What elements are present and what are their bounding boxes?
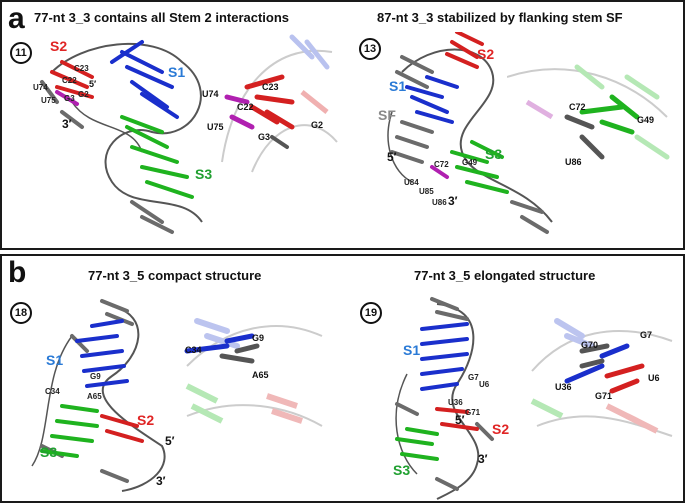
label-3prime: 3′ (478, 452, 488, 466)
label-s2: S2 (137, 412, 155, 428)
label-s2: S2 (50, 38, 68, 54)
label-g9: G9 (90, 372, 101, 381)
label-3prime: 3′ (156, 474, 166, 488)
label-5prime: 5′ (165, 434, 175, 448)
structure-19-molecule (395, 297, 494, 500)
zoom-13 (507, 64, 670, 160)
label-5prime: 5′ (455, 413, 465, 427)
label-a65: A65 (87, 392, 102, 401)
label-s3: S3 (195, 166, 213, 182)
label-s3: S3 (485, 146, 503, 162)
label-u84: U84 (404, 178, 419, 187)
structure-11-molecule (40, 40, 203, 234)
label-u75: U75 (41, 96, 56, 105)
label-3prime: 3′ (62, 117, 72, 131)
label-s1: S1 (46, 352, 64, 368)
label-g2: G2 (78, 90, 89, 99)
panel-b: b 77-nt 3_5 compact structure 77-nt 3_5 … (0, 254, 685, 503)
zoom-u74: U74 (202, 89, 219, 99)
label-u85: U85 (419, 187, 434, 196)
label-s1: S1 (168, 64, 186, 80)
structure-13-molecule (387, 32, 553, 234)
label-s1: S1 (403, 342, 421, 358)
label-s2: S2 (492, 421, 510, 437)
panel-b-left-title: 77-nt 3_5 compact structure (88, 268, 262, 283)
zoom-g3: G3 (258, 132, 271, 142)
label-s2: S2 (477, 46, 495, 62)
label-5prime: 5′ (89, 79, 97, 89)
panel-a-left-title: 77-nt 3_3 contains all Stem 2 interactio… (34, 10, 290, 25)
structure-number-19: 19 (360, 302, 382, 324)
label-u86: U86 (432, 198, 447, 207)
structure-number-18: 18 (10, 302, 32, 324)
panel-b-right-title: 77-nt 3_5 elongated structure (414, 268, 596, 283)
structure-number-11: 11 (10, 42, 32, 64)
label-s1: S1 (389, 78, 407, 94)
label-g3: G3 (64, 94, 75, 103)
label-s3: S3 (393, 462, 411, 478)
structure-18-molecule (31, 299, 166, 492)
label-c34: C34 (45, 387, 60, 396)
zoom-g7: G7 (640, 330, 653, 340)
zoom-u6: U6 (648, 373, 660, 383)
label-g7: G7 (468, 373, 479, 382)
zoom-g9: G9 (252, 333, 265, 343)
zoom-g71: G71 (595, 391, 613, 401)
zoom-11 (221, 34, 338, 173)
panel-a: a 77-nt 3_3 contains all Stem 2 interact… (0, 0, 685, 250)
panel-a-label: a (8, 2, 25, 35)
label-u6: U6 (479, 380, 490, 389)
zoom-u36: U36 (555, 382, 572, 392)
label-sf: SF (378, 107, 396, 123)
zoom-g2: G2 (311, 120, 324, 130)
label-s3: S3 (40, 444, 58, 460)
panel-a-right-title: 87-nt 3_3 stabilized by flanking stem SF (377, 10, 623, 25)
zoom-19 (530, 318, 673, 437)
panel-b-label: b (8, 256, 27, 289)
structure-number-13: 13 (359, 38, 381, 60)
label-c22: C22 (62, 76, 77, 85)
zoom-g70: G70 (581, 340, 599, 350)
label-g49: G49 (462, 158, 478, 167)
label-c23: C23 (74, 64, 89, 73)
zoom-g49: G49 (637, 115, 655, 125)
label-g71: G71 (465, 408, 481, 417)
zoom-c72: C72 (569, 102, 586, 112)
label-3prime: 3′ (448, 194, 458, 208)
zoom-u75: U75 (207, 122, 224, 132)
label-c72: C72 (434, 160, 449, 169)
zoom-u86: U86 (565, 157, 582, 167)
label-5prime: 5′ (387, 150, 397, 164)
label-u36: U36 (448, 398, 463, 407)
zoom-18 (184, 318, 323, 427)
zoom-c23: C23 (262, 82, 279, 92)
zoom-a65: A65 (252, 370, 269, 380)
label-u74: U74 (33, 83, 48, 92)
zoom-c22: C22 (237, 102, 254, 112)
zoom-c34: C34 (185, 345, 202, 355)
